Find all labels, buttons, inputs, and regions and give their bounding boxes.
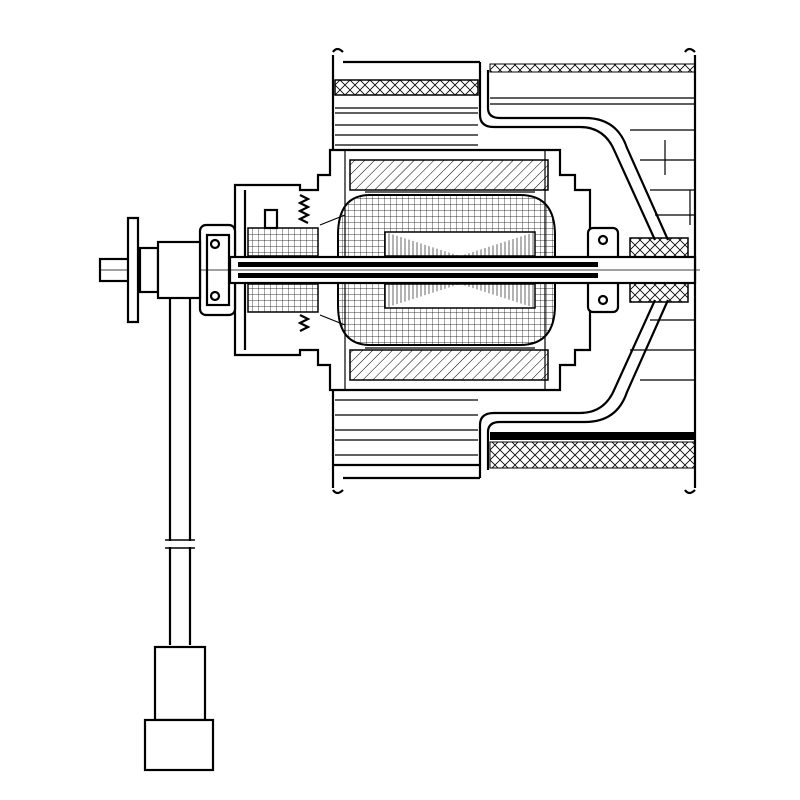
fan-housing [331,47,697,495]
stator-core-bottom [349,349,549,381]
shaft [98,216,700,324]
commutator-assembly [243,190,319,350]
connector-plug [143,645,215,772]
stator-core-top [349,159,549,191]
lead-wire [165,298,195,645]
